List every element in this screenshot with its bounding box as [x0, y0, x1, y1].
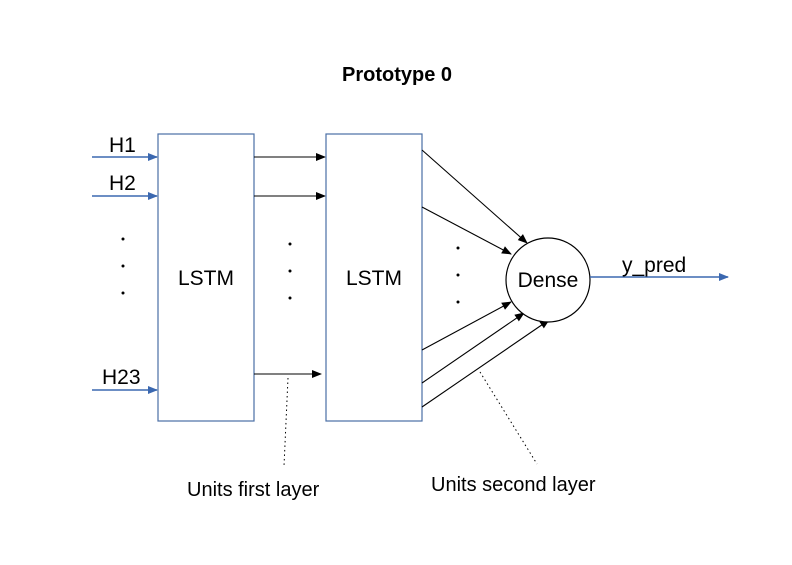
input-label-h2: H2	[109, 172, 136, 195]
layer1-ellipsis	[288, 242, 292, 300]
second-layer-leader	[479, 371, 538, 465]
lstm-layer-1-box	[157, 133, 255, 422]
layer2-ellipsis	[456, 246, 460, 304]
second-layer-units-label: Units second layer	[431, 474, 596, 496]
input-arrows	[92, 153, 158, 394]
dense-arrow-1	[421, 149, 528, 244]
lstm-layer-2-label: LSTM	[346, 267, 402, 290]
dense-label: Dense	[518, 269, 579, 292]
input-ellipsis	[121, 237, 125, 295]
dense-arrow-3	[421, 301, 512, 351]
diagram-title: Prototype 0	[342, 64, 452, 86]
lstm-layer-2-box	[325, 133, 423, 422]
layer2-to-dense-arrows	[421, 149, 550, 408]
first-layer-units-label: Units first layer	[187, 479, 320, 501]
dense-node	[505, 237, 591, 323]
output-label: y_pred	[622, 254, 686, 277]
dense-arrow-2	[421, 206, 512, 255]
lstm-layer-1-label: LSTM	[178, 267, 234, 290]
first-layer-leader	[283, 377, 289, 467]
input-label-h23: H23	[102, 366, 141, 389]
dense-arrow-5	[421, 319, 550, 408]
layer1-to-layer2-arrows	[254, 153, 326, 378]
dense-arrow-4	[421, 312, 525, 384]
input-label-h1: H1	[109, 134, 136, 157]
